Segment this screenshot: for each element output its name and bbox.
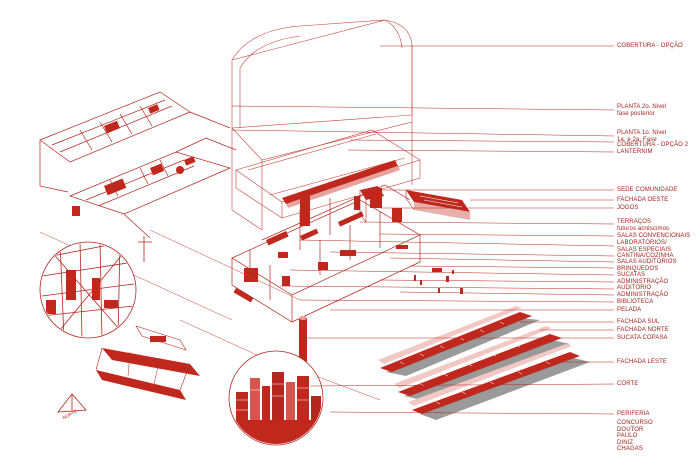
lanternim-strip [282,160,400,208]
label-periferia: PERIFERIA [617,411,650,417]
facade-strips-right [378,306,590,420]
scaffold-vignette [39,241,137,339]
label-administracao-2: ADMINISTRAÇÃO [617,292,669,298]
roof-option-2 [235,129,421,219]
label-biblioteca: BIBLIOTECA [617,299,654,305]
label-planta-2-nivel: PLANTA 2o. Nivel fase posterior [617,104,667,117]
section-bottom-left [95,325,200,400]
figures-cluster [414,268,463,294]
floor-plan-lower [69,137,237,239]
sede-comunidade-block [359,186,384,223]
label-salas-convencionais: SALAS CONVENCIONAIS [617,233,691,239]
label-cantina: CANTINA/COZINHA [617,253,674,259]
label-lanternim: LANTERNIM [617,149,653,155]
label-concurso: CONCURSO DOUTOR PAULO DINIZ CHAGAS [617,420,653,453]
floor-plan-upper [39,91,231,193]
label-fachada-norte: FACHADA NORTE [617,327,669,333]
label-planta-1-nivel: PLANTA 1o. Nivel 1a. e 2a. Fase [617,130,667,143]
city-vignette [228,350,324,446]
leader-lines [231,45,615,415]
label-pelada: PELADA [617,307,642,313]
label-terracos: TERRAÇOS futuros acréscimos [617,219,670,232]
label-administracao-1: ADMINISTRAÇÃO [617,279,669,285]
label-salas-auditorios: SALAS AUDITÓRIOS [617,259,677,265]
label-laboratorios: LABORATÓRIOS/ SALAS ESPECIAIS [617,240,672,253]
label-corte: CORTE [617,381,639,387]
label-cobertura-opcao: COBERTURA - OPÇÃO [617,43,683,49]
label-fachada-leste: FACHADA LESTE [617,359,667,365]
roof-vault-wireframe [231,19,413,231]
label-brinquedos: BRINQUEDOS [617,266,659,272]
label-fachada-sul: FACHADA SUL [617,319,660,325]
label-cobertura-opcao-2: COBERTURA - OPÇÃO 2 [617,142,689,148]
label-auditorio: AUDITÓRIO [617,285,652,291]
north-arrow-icon [57,393,87,413]
label-sede-comunidade: SEDE COMUNIDADE [617,187,678,193]
label-fachada-oeste: FACHADA OESTE [617,197,669,203]
label-sucatas: SUCATAS [617,272,646,278]
cross-marker [138,236,152,262]
label-sucata-copasa: SUCATA COPASA [617,335,668,341]
fachada-oeste-block [405,190,470,220]
label-jogos: JOGOS [617,205,639,211]
